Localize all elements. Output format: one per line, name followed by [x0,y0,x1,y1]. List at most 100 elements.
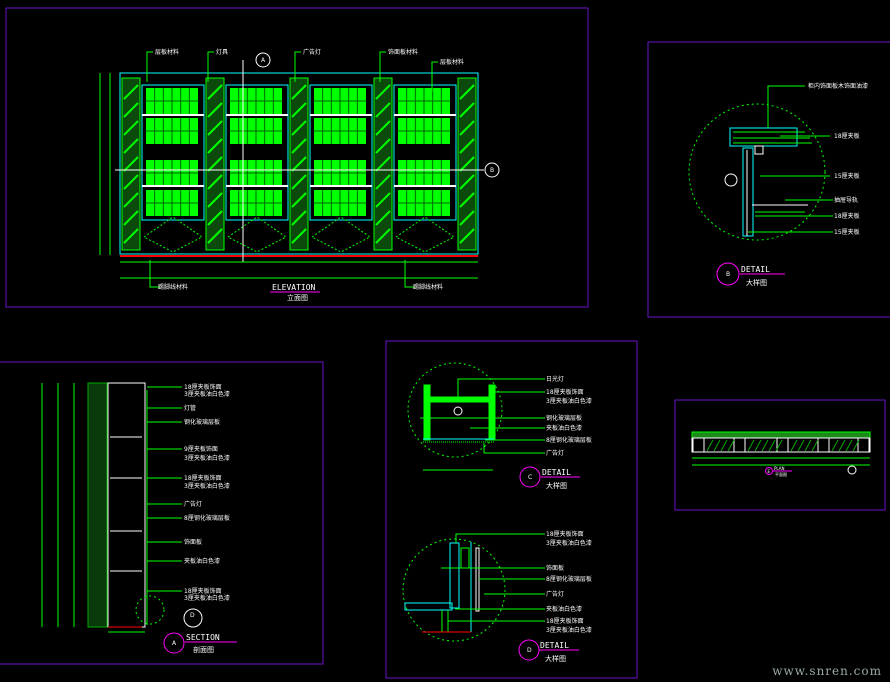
plan-drawing [691,431,871,475]
section-marker-a: A [261,57,266,64]
door-swing [143,216,203,253]
callout-label: 3厘夹板油白色漆 [184,482,230,490]
door-swing [311,216,371,253]
section-a-caption: D A SECTION 剖面图 [163,608,237,654]
hatch-line [207,156,223,172]
callout-label: 3厘夹板油白色漆 [546,397,592,405]
hatch-line [123,192,139,208]
detail-marker: B [726,271,730,278]
callout-label: 18厘夹板饰面 [546,530,584,538]
callout-label: 夹板油白色漆 [546,424,582,432]
callout-label: 18厘夹板饰面 [184,474,222,482]
plan-column [733,437,746,453]
hatch-line [459,84,475,100]
hatch-line [459,138,475,154]
hatch-line [207,228,223,244]
hatch-line [291,120,307,136]
detail-marker: D [527,647,532,654]
callout-label: 抽屉导轨 [834,196,858,204]
callout-label: 18厘夹板饰面 [184,383,222,391]
hatch-line [375,84,391,100]
hatch-line [459,102,475,118]
section-marker: A [172,640,177,647]
door-swing [395,216,455,253]
display-bay [393,84,457,221]
detail-d-caption: D DETAIL 大样图 [518,639,579,663]
hatch-line [123,156,139,172]
callout-label: 踢脚线材料 [413,283,443,291]
hatch-line [375,120,391,136]
hatch-line [123,210,139,226]
hatch-line [291,174,307,190]
callout-label: 8厘钢化玻璃层板 [184,514,230,522]
detail-b-frame [647,41,890,318]
hatch-line [207,192,223,208]
cabinet-outline [119,72,479,255]
section-a-frame [0,361,324,665]
marker-circle [716,262,740,286]
callout-label: 广告灯 [184,500,202,508]
callout-label: 层板材料 [155,48,179,56]
hatch-line [797,439,805,452]
callout-label: 18厘夹板 [834,212,860,220]
callout-label: 饰面板 [546,564,564,572]
section-a-labels: 18厘夹板饰面3厘夹板油白色漆灯管钢化玻璃层板9厘夹板饰面3厘夹板油白色漆18厘… [184,383,230,602]
callout-label: 夹板油白色漆 [546,605,582,613]
detail-subtitle: 大样图 [546,481,567,490]
callout-label: 3厘夹板油白色漆 [546,626,592,634]
hatch-line [459,192,475,208]
plan-column [692,437,705,453]
hatch-line [831,439,839,452]
hatch-line [768,439,776,452]
section-a-drawing [41,382,182,633]
hatch-line [375,228,391,244]
callout-label: 广告灯 [303,48,321,56]
callout-label: 广告灯 [546,590,564,598]
callout-label: 灯具 [216,48,228,56]
hatch-line [207,210,223,226]
hatch-line [459,120,475,136]
hatch-line [804,439,812,452]
detail-marker: C [528,474,532,481]
marker-circle [183,608,203,628]
leader-line [404,260,415,288]
callout-label: 柜内饰面板木饰面油漆 [808,82,868,90]
callout-label: 3厘夹板油白色漆 [546,539,592,547]
hatch-line [123,228,139,244]
hatch-line [123,138,139,154]
callout-label: 层板材料 [440,58,464,66]
hatch-line [207,120,223,136]
hatch-line [761,439,769,452]
elevation-drawing: 层板材料灯具广告灯饰面板材料层板材料踢脚线材料踢脚线材料 [99,48,484,291]
hatch-line [291,228,307,244]
callout-label: 9厘夹板饰面 [184,445,218,453]
hatch-line [459,228,475,244]
leader-line [379,51,386,82]
detail-subtitle: 大样图 [545,654,566,663]
plan-title: PLAN [774,466,784,471]
callout-label: 踢脚线材料 [158,283,188,291]
callout-label: 广告灯 [546,449,564,457]
leader-line [146,51,153,82]
hatch-line [291,156,307,172]
callout-label: 饰面板材料 [388,48,418,56]
section-title: SECTION [186,633,220,642]
hatch-line [459,174,475,190]
plan-column [857,437,870,453]
hatch-line [459,156,475,172]
hatch-line [720,439,728,452]
watermark: www.snren.com [772,664,882,678]
plan-caption: E PLAN 平面图 [765,466,792,477]
callout-label: 18厘夹板饰面 [546,388,584,396]
callout-label: 18厘夹板 [834,132,860,140]
callout-label: 钢化玻璃层板 [184,418,220,426]
plan-marker: E [768,469,771,474]
detail-c-labels: 日光灯18厘夹板饰面3厘夹板油白色漆钢化玻璃层板夹板油白色漆8厘钢化玻璃层板广告… [546,375,592,457]
hatch-line [123,174,139,190]
callout-label: 3厘夹板油白色漆 [184,454,230,462]
elevation-frame [5,7,589,308]
callout-label: 18厘夹板饰面 [184,587,222,595]
hatch-line [375,102,391,118]
callout-label: 饰面板 [184,538,202,546]
